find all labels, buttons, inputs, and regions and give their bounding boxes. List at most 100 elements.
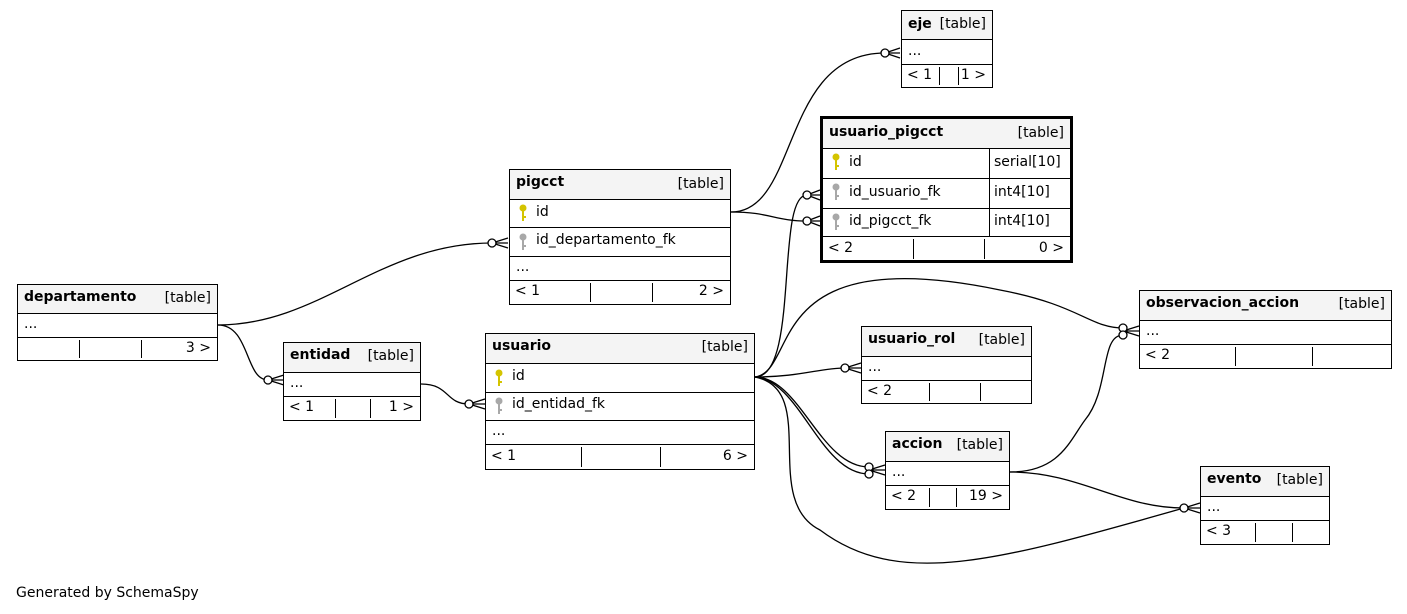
primary-key-icon (518, 204, 528, 226)
column-type: int4[10] (989, 179, 1070, 208)
child-count: 6 > (722, 448, 748, 464)
column-name: id (849, 154, 862, 170)
table-accion[interactable]: accion [table] ... < 2 19 > (885, 431, 1010, 510)
column-name: id_pigcct_fk (849, 213, 932, 229)
table-type-label: [table] (1017, 125, 1064, 141)
parent-count: < 2 (1145, 347, 1171, 363)
parent-count: < 2 (828, 240, 854, 256)
more-columns-row: ... (1140, 321, 1391, 345)
table-usuario-pigcct[interactable]: usuario_pigcct [table] id serial[10] id_… (820, 116, 1073, 263)
parent-count: < 3 (1206, 523, 1232, 539)
table-header: pigcct [table] (510, 170, 730, 200)
table-name: entidad (290, 347, 351, 363)
relationship-counts: < 2 (1140, 345, 1391, 368)
relationship-counts: < 2 0 > (823, 237, 1070, 261)
more-columns-row: ... (1201, 497, 1329, 521)
table-type-label: [table] (1276, 472, 1323, 488)
relationship-counts: < 1 1 > (284, 397, 420, 420)
parent-count: < 1 (515, 283, 541, 299)
relationship-counts: < 3 (1201, 521, 1329, 544)
table-usuario[interactable]: usuario [table] id id_entidad_fk ... < 1… (485, 333, 755, 470)
edge-departamento-pigcct (217, 242, 493, 326)
child-count: 3 > (185, 340, 211, 356)
table-pigcct[interactable]: pigcct [table] id id_departamento_fk ...… (509, 169, 731, 305)
table-name: eje (908, 16, 932, 32)
column-name: id_entidad_fk (512, 396, 606, 412)
table-name: usuario (492, 338, 552, 354)
edge-usuario-accion-a (754, 376, 870, 468)
more-columns-row: ... (510, 257, 730, 281)
table-header: eje [table] (902, 11, 992, 40)
table-header: evento [table] (1201, 467, 1329, 497)
table-type-label: [table] (939, 16, 986, 32)
table-departamento[interactable]: departamento [table] ... 3 > (17, 284, 218, 361)
column-row: id_usuario_fk int4[10] (823, 179, 1070, 209)
edge-usuario-evento (754, 376, 1185, 564)
table-name: pigcct (516, 174, 565, 190)
child-count: 2 > (698, 283, 724, 299)
relationship-counts: < 1 2 > (510, 281, 730, 304)
table-name: usuario_rol (868, 331, 956, 347)
foreign-key-icon (494, 397, 504, 419)
parent-count: < 1 (289, 399, 315, 415)
column-row: id serial[10] (823, 149, 1070, 179)
column-row: id (510, 200, 730, 228)
child-count: 1 > (960, 67, 986, 83)
table-header: accion [table] (886, 432, 1009, 462)
foreign-key-icon (831, 183, 841, 205)
column-type: int4[10] (989, 209, 1070, 236)
column-row: id_entidad_fk (486, 393, 754, 421)
column-name: id (536, 204, 549, 220)
primary-key-icon (494, 369, 504, 391)
edge-accion-observacion (1009, 334, 1124, 473)
parent-count: < 2 (867, 383, 893, 399)
foreign-key-icon (518, 233, 528, 255)
more-columns-row: ... (902, 40, 992, 65)
table-name: usuario_pigcct (829, 124, 944, 140)
parent-count: < 1 (907, 67, 933, 83)
table-name: accion (892, 436, 943, 452)
more-columns-row: ... (862, 357, 1031, 381)
column-row: id (486, 364, 754, 393)
relationship-counts: < 1 6 > (486, 445, 754, 469)
relationship-counts: < 2 (862, 381, 1031, 403)
table-header: observacion_accion [table] (1140, 291, 1391, 321)
table-type-label: [table] (677, 176, 724, 192)
table-type-label: [table] (701, 339, 748, 355)
table-header: usuario_pigcct [table] (823, 119, 1070, 149)
table-name: evento (1207, 471, 1262, 487)
column-type: serial[10] (989, 149, 1070, 178)
column-name: id (512, 368, 525, 384)
table-type-label: [table] (1338, 296, 1385, 312)
edge-usuario-accion-b (754, 376, 870, 475)
table-evento[interactable]: evento [table] ... < 3 (1200, 466, 1330, 545)
table-header: usuario [table] (486, 334, 754, 364)
more-columns-row: ... (284, 373, 420, 397)
column-row: id_pigcct_fk int4[10] (823, 209, 1070, 237)
table-usuario-rol[interactable]: usuario_rol [table] ... < 2 (861, 326, 1032, 404)
table-entidad[interactable]: entidad [table] ... < 1 1 > (283, 342, 421, 421)
foreign-key-icon (831, 213, 841, 235)
table-type-label: [table] (956, 437, 1003, 453)
relationship-counts: < 2 19 > (886, 486, 1009, 509)
generator-credit: Generated by SchemaSpy (16, 585, 199, 601)
relationship-counts: < 1 1 > (902, 65, 992, 87)
primary-key-icon (831, 153, 841, 175)
table-eje[interactable]: eje [table] ... < 1 1 > (901, 10, 993, 88)
column-name: id_usuario_fk (849, 184, 941, 200)
table-header: departamento [table] (18, 285, 217, 314)
table-type-label: [table] (367, 348, 414, 364)
parent-count: < 1 (491, 448, 517, 464)
column-row: id_departamento_fk (510, 228, 730, 257)
child-count: 0 > (1038, 240, 1064, 256)
table-name: departamento (24, 289, 137, 305)
table-header: entidad [table] (284, 343, 420, 373)
table-observacion-accion[interactable]: observacion_accion [table] ... < 2 (1139, 290, 1392, 369)
edge-pigcct-usuario_pigcct (730, 211, 808, 222)
edge-pigcct-eje (730, 52, 886, 213)
edge-accion-evento (1009, 471, 1185, 509)
edge-departamento-entidad (217, 324, 269, 381)
table-header: usuario_rol [table] (862, 327, 1031, 357)
edge-usuario-usuario_rol (754, 367, 846, 378)
